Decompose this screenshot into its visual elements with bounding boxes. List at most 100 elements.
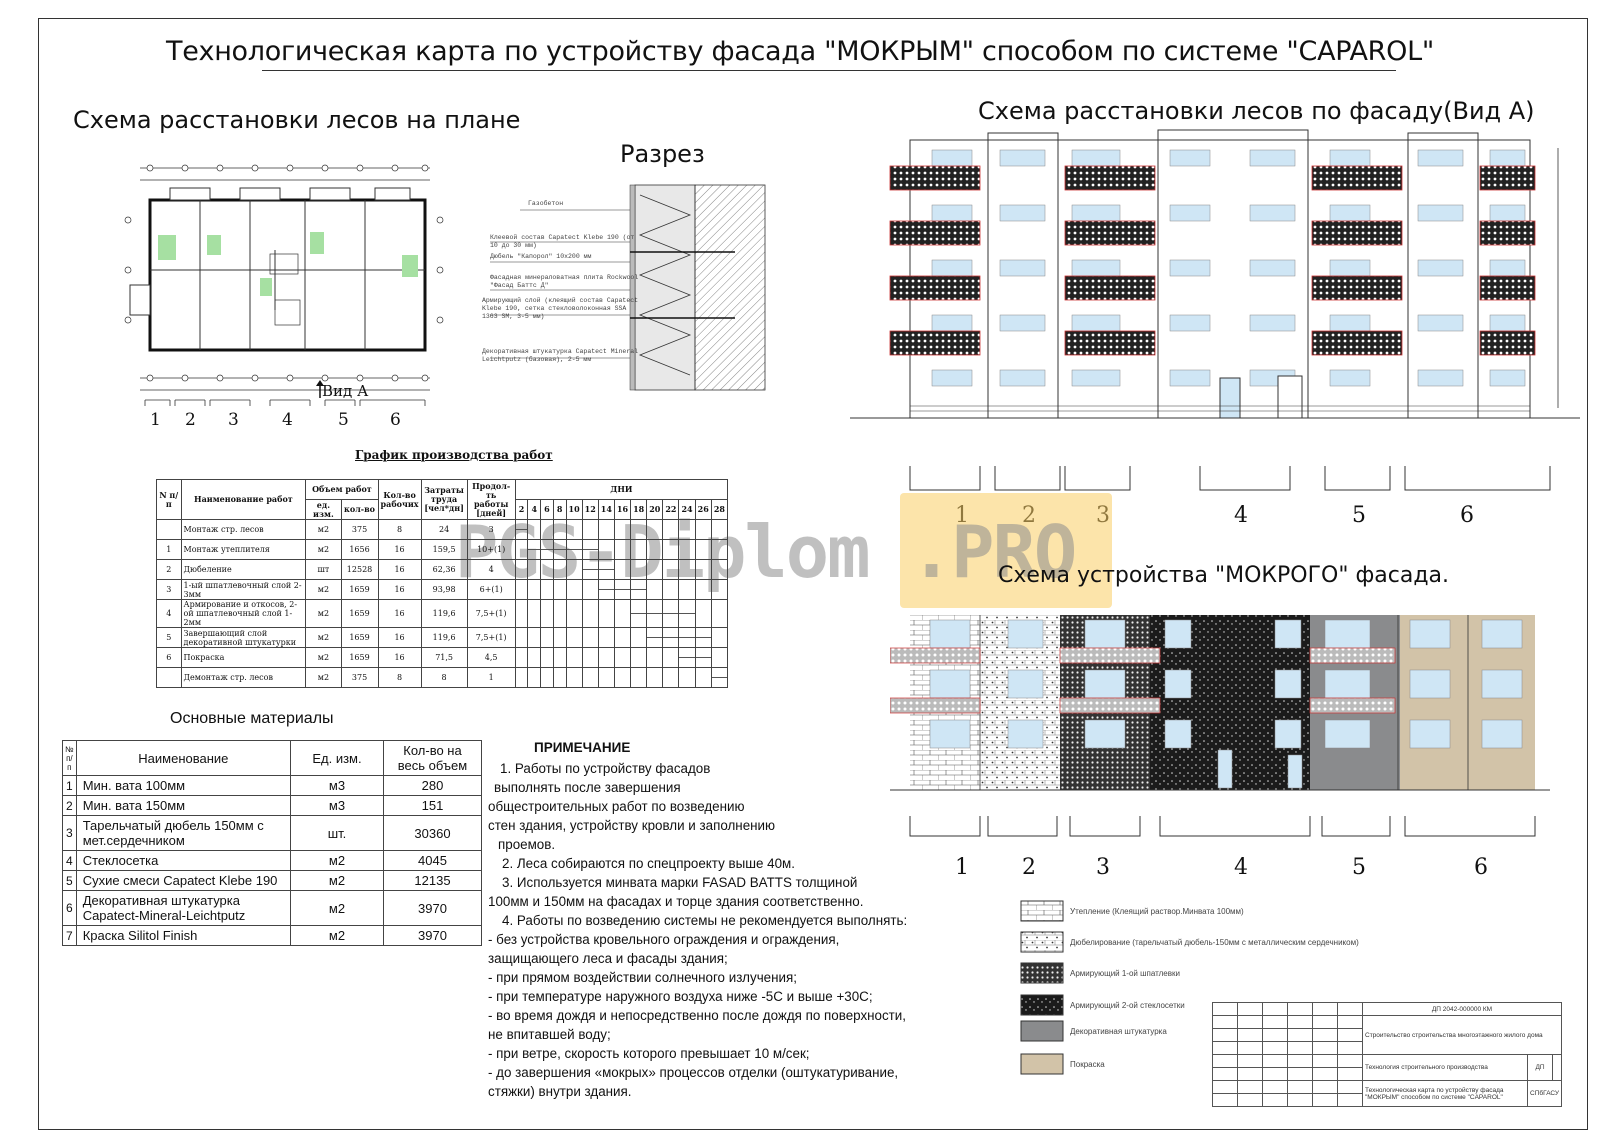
section-label-4: Армирующий слой (клеящий состав Capatect… <box>482 297 639 320</box>
section-label-2: Дюбель "Капорол" 10x200 мм <box>490 253 592 260</box>
day-mark: 2 <box>514 499 529 520</box>
gantt-cell <box>694 627 712 648</box>
mat-cell-n: 1 <box>62 775 77 796</box>
gantt-cell <box>514 579 529 600</box>
watermark-badge <box>900 493 1112 608</box>
gantt-cell <box>694 667 712 688</box>
note-body: 1. Работы по устройству фасадов выполнят… <box>488 759 907 1101</box>
gantt-cell <box>540 599 554 628</box>
sched-cell-qty: 375 <box>340 519 379 540</box>
gantt-cell <box>630 647 648 668</box>
mat-cell-name: Сухие смеси Capatect Klebe 190 <box>75 870 292 891</box>
sched-cell-workers: 16 <box>377 599 422 628</box>
title-underline <box>262 70 1396 71</box>
sched-cell-labor: 159,5 <box>420 539 468 560</box>
note-line: - при прямом воздействии солнечного излу… <box>488 970 797 985</box>
gantt-cell <box>662 627 680 648</box>
gantt-cell <box>581 559 599 580</box>
gantt-bar <box>647 613 663 614</box>
col-unit: ед. изм. <box>305 499 342 520</box>
col-workers: Кол-во рабочих <box>377 479 422 520</box>
gantt-cell <box>527 667 542 688</box>
col-labor: Затраты труда [чел*дн] <box>420 479 468 520</box>
note-line: стяжки) внутри здания. <box>488 1084 632 1099</box>
facade-scaffolding-drawing <box>850 129 1580 419</box>
gantt-bar <box>541 549 553 550</box>
mat-cell-n: 2 <box>62 795 77 816</box>
sched-cell-qty: 12528 <box>340 559 379 580</box>
gantt-cell <box>646 627 664 648</box>
wet-section-brackets <box>909 816 1536 837</box>
facade-section-brackets <box>909 466 1551 491</box>
gantt-cell <box>694 559 712 580</box>
sched-cell-labor: 119,6 <box>420 599 468 628</box>
mat-cell-qty: 4045 <box>383 850 482 871</box>
mat-cell-qty: 3970 <box>383 925 482 946</box>
gantt-cell <box>646 667 664 688</box>
facade-section-4: 4 <box>1234 503 1248 528</box>
gantt-cell <box>678 559 696 580</box>
mat-cell-qty: 151 <box>383 795 482 816</box>
materials-heading: Основные материалы <box>170 710 334 727</box>
gantt-bar <box>528 549 541 550</box>
gantt-cell <box>662 647 680 668</box>
sched-cell-n: 6 <box>156 647 182 668</box>
sched-cell-unit: м2 <box>305 627 342 648</box>
mat-col-unit: Ед. изм. <box>290 740 384 776</box>
gantt-cell <box>710 667 729 688</box>
sched-cell-name: Армирование и откосов, 2-ой шпатлевочный… <box>180 599 307 628</box>
sched-cell-labor: 24 <box>420 519 468 540</box>
gantt-cell <box>552 539 567 560</box>
sched-cell-name: Монтаж утеплителя <box>180 539 307 560</box>
day-mark: 26 <box>694 499 712 520</box>
sched-cell-workers: 16 <box>377 539 422 560</box>
gantt-bar <box>631 589 647 590</box>
legend-label-2: Дюбелирование (тарельчатый дюбель-150мм … <box>1070 938 1359 947</box>
sched-cell-qty: 1656 <box>340 539 379 560</box>
sched-cell-workers: 8 <box>377 519 422 540</box>
stamp-org: СПбГАСУ <box>1527 1080 1562 1107</box>
sched-cell-name: Монтаж стр. лесов <box>180 519 307 540</box>
sched-cell-duration: 4 <box>466 559 516 580</box>
gantt-cell <box>514 627 529 648</box>
gantt-cell <box>565 519 583 540</box>
note-line: - во время дождя и непосредственно после… <box>488 1008 907 1023</box>
stamp-stage: ДП <box>1527 1054 1554 1081</box>
gantt-bar <box>553 549 566 550</box>
wet-section-5: 5 <box>1352 855 1366 880</box>
sched-cell-workers: 16 <box>377 559 422 580</box>
sched-cell-labor: 119,6 <box>420 627 468 648</box>
day-mark: 6 <box>540 499 554 520</box>
mat-cell-name: Декоративная штукатурка Capatect-Mineral… <box>75 890 292 926</box>
gantt-bar <box>679 657 695 658</box>
gantt-cell <box>662 559 680 580</box>
day-mark: 16 <box>613 499 632 520</box>
gantt-cell <box>514 559 529 580</box>
wet-section-4: 4 <box>1234 855 1248 880</box>
sched-cell-workers: 16 <box>377 579 422 600</box>
mat-cell-unit: м3 <box>290 795 384 816</box>
gantt-cell <box>565 667 583 688</box>
gantt-cell <box>710 647 729 668</box>
schedule-table: N п/п Наименование работ Объем работ Кол… <box>156 479 729 688</box>
gantt-cell <box>694 539 712 560</box>
gantt-cell <box>565 539 583 560</box>
gantt-cell <box>597 627 615 648</box>
gantt-cell <box>694 579 712 600</box>
legend-swatches <box>1020 900 1064 1075</box>
mat-col-n: № п/п <box>62 740 77 776</box>
note-line: - без устройства кровельного ограждения … <box>488 932 840 947</box>
gantt-cell <box>540 627 554 648</box>
sched-cell-workers: 16 <box>377 627 422 648</box>
mat-cell-n: 5 <box>62 870 77 891</box>
sched-cell-unit: м2 <box>305 647 342 668</box>
gantt-bar <box>679 637 695 638</box>
facade-section-6: 6 <box>1460 503 1474 528</box>
gantt-cell <box>527 559 542 580</box>
section-label-0: Газобетон <box>528 200 564 207</box>
gantt-bar <box>582 549 598 550</box>
gantt-cell <box>527 599 542 628</box>
